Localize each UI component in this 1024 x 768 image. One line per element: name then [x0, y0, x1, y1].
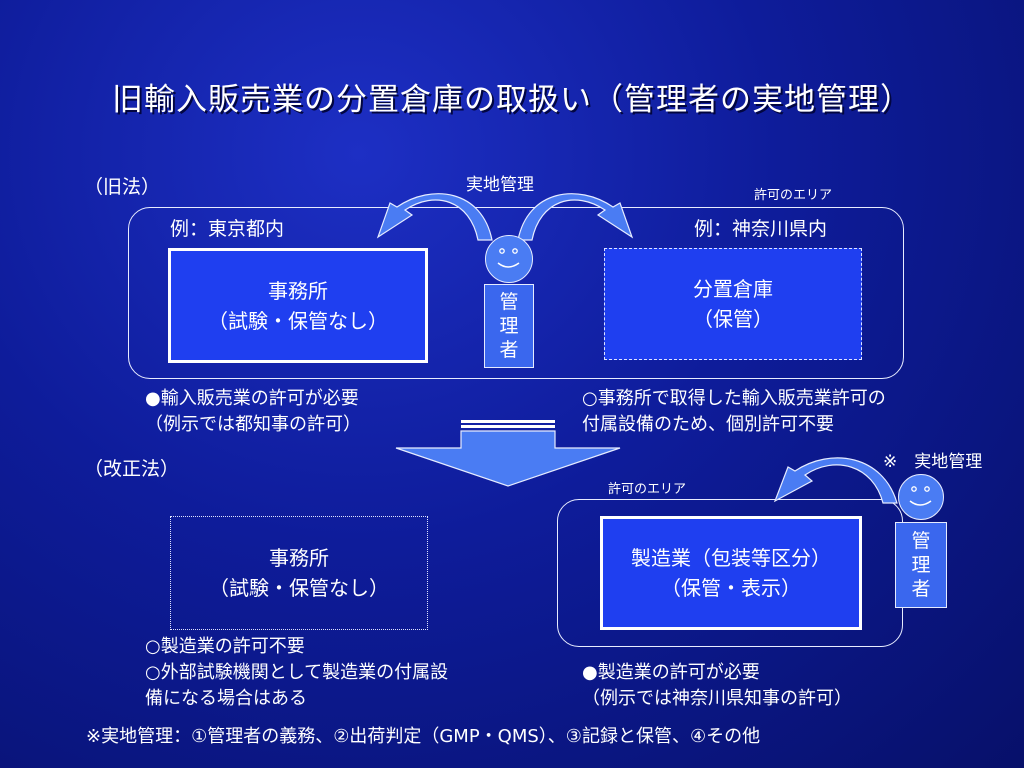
manufacturing-name: 製造業（包装等区分） — [631, 546, 831, 570]
new-note-right: ●製造業の許可が必要 （例示では神奈川県知事の許可） — [582, 660, 852, 712]
old-permit-region — [128, 207, 904, 379]
footnote: ※実地管理：①管理者の義務、②出荷判定（GMP・QMS）、③記録と保管、④その他 — [86, 726, 761, 747]
new-office-name: 事務所 — [269, 546, 329, 570]
old-note-left: ●輸入販売業の許可が必要 （例示では都知事の許可） — [145, 386, 361, 438]
old-onsite-label: 実地管理 — [466, 175, 534, 195]
old-manager-char-2: 理 — [499, 315, 519, 337]
new-law-label: （改正法） — [84, 458, 180, 480]
transition-down-arrow-icon — [395, 420, 621, 487]
new-note-left-line3: 備になる場合はある — [145, 688, 307, 709]
old-law-label: （旧法） — [84, 176, 161, 198]
onsite-arrows — [376, 193, 634, 241]
new-manager-label: 管 理 者 — [895, 522, 947, 608]
new-office-box: 事務所 （試験・保管なし） — [170, 516, 428, 630]
warehouse-name: 分置倉庫 — [693, 277, 773, 301]
old-left-example: 例：東京都内 — [170, 218, 285, 240]
old-manager-char-3: 者 — [499, 339, 519, 361]
manufacturing-box: 製造業（包装等区分） （保管・表示） — [600, 516, 862, 630]
old-note-left-line1: ●輸入販売業の許可が必要 — [145, 388, 359, 409]
new-area-label: 許可のエリア — [608, 482, 687, 497]
new-manager-face-icon — [898, 474, 944, 520]
old-right-example: 例：神奈川県内 — [694, 218, 828, 240]
new-office-subtitle: （試験・保管なし） — [209, 576, 389, 600]
curved-arrow-right-icon — [517, 193, 634, 241]
old-note-left-line2: （例示では都知事の許可） — [145, 414, 361, 435]
office-name: 事務所 — [268, 278, 328, 303]
new-note-left-line2: ○外部試験機関として製造業の付属設 — [145, 662, 449, 683]
old-note-right-line1: ○事務所で取得した輸入販売業許可の — [582, 388, 886, 409]
new-note-left-line1: ○製造業の許可不要 — [145, 636, 305, 657]
old-note-right: ○事務所で取得した輸入販売業許可の 付属設備のため、個別許可不要 — [582, 386, 886, 438]
warehouse-box: 分置倉庫 （保管） — [604, 248, 862, 360]
old-note-right-line2: 付属設備のため、個別許可不要 — [582, 414, 834, 435]
new-onsite-arrow-left-icon — [773, 457, 898, 504]
old-manager-char-1: 管 — [499, 291, 519, 313]
warehouse-subtitle: （保管） — [693, 307, 773, 331]
new-manager-char-1: 管 — [911, 530, 931, 552]
new-note-right-line2: （例示では神奈川県知事の許可） — [582, 688, 852, 709]
new-manager-char-2: 理 — [911, 554, 931, 576]
old-manager-label: 管 理 者 — [484, 284, 534, 368]
new-note-right-line1: ●製造業の許可が必要 — [582, 662, 760, 683]
new-onsite-label: ※ 実地管理 — [883, 452, 983, 472]
curved-arrow-left-icon — [376, 193, 493, 241]
manufacturing-subtitle: （保管・表示） — [661, 576, 801, 600]
new-manager-char-3: 者 — [911, 578, 931, 600]
page-title: 旧輸入販売業の分置倉庫の取扱い（管理者の実地管理） — [112, 82, 912, 118]
new-note-left: ○製造業の許可不要 ○外部試験機関として製造業の付属設 備になる場合はある — [145, 634, 448, 712]
old-area-label: 許可のエリア — [754, 188, 833, 203]
office-subtitle: （試験・保管なし） — [208, 308, 388, 333]
old-manager-face-icon — [485, 235, 533, 283]
office-box: 事務所 （試験・保管なし） — [168, 248, 428, 363]
